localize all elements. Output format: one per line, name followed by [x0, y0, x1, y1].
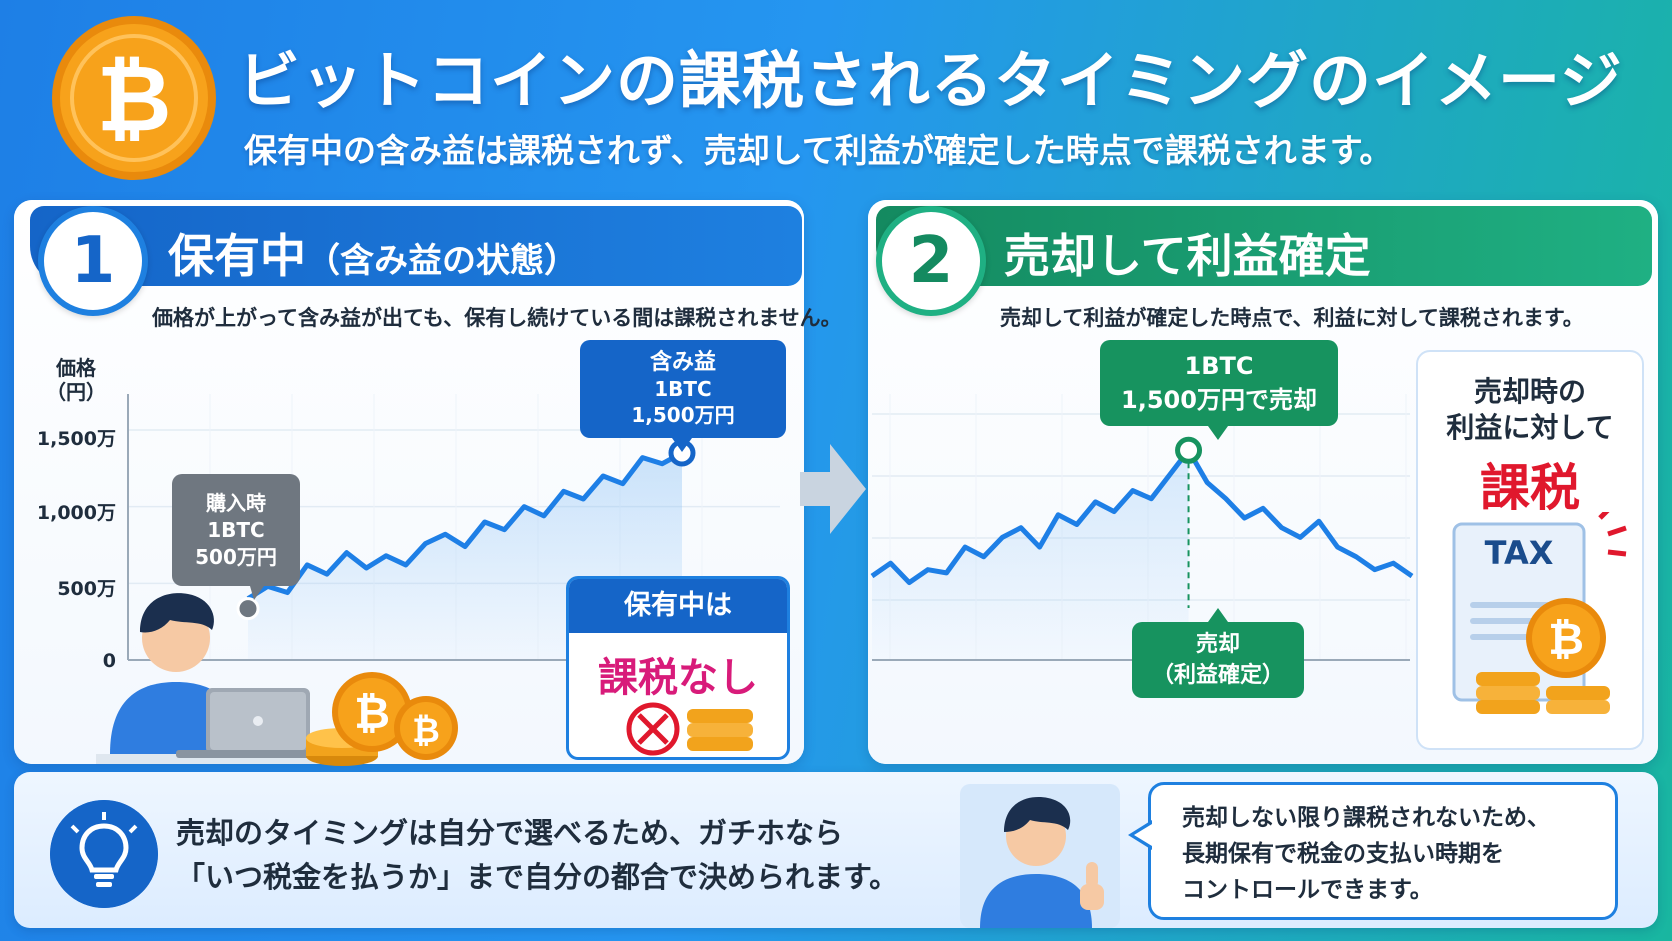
- sell-point-callout-line2: （利益確定）: [1151, 663, 1284, 688]
- holding-banner: [30, 206, 802, 286]
- sell-description: 売却して利益が確定した時点で、利益に対して課税されます。: [1000, 306, 1584, 330]
- sell-callout: 1BTC 1,500万円で売却: [1100, 340, 1338, 426]
- gain-callout-line1: 含み益: [649, 350, 716, 375]
- next-step-arrow-icon: [800, 444, 866, 534]
- gain-callout-pointer: [672, 438, 692, 452]
- gain-callout-line2: 1BTC: [654, 377, 712, 401]
- y-tick-1500: 1,500万: [36, 428, 116, 450]
- no-tax-label: 課税なし: [598, 655, 758, 701]
- buy-callout-line3: 500万円: [195, 544, 277, 569]
- sell-point-callout-line1: 売却: [1195, 632, 1240, 657]
- sell-callout-line1: 1BTC: [1184, 352, 1254, 380]
- no-tax-header: 保有中は: [569, 579, 787, 633]
- holding-title-main: 保有中: [168, 229, 306, 283]
- tip-line-2: 「いつ税金を払うか」まで自分の都合で決められます。: [176, 860, 899, 894]
- sell-price-line: [870, 447, 1414, 586]
- buy-callout-pointer: [250, 586, 264, 600]
- sell-title: 売却して利益確定: [1004, 229, 1371, 283]
- buy-callout-line2: 1BTC: [207, 517, 265, 542]
- buy-callout-line1: 購入時: [206, 490, 266, 515]
- y-axis-label-line2: （円）: [46, 380, 106, 404]
- sell-point-callout-pointer: [1208, 608, 1228, 622]
- sell-chart-area: [872, 450, 1189, 660]
- svg-text:₿: ₿: [1548, 614, 1584, 665]
- speech-line-3: コントロールできます。: [1182, 877, 1433, 903]
- investor-illustration: [96, 593, 346, 764]
- tax-card-line2: 利益に対して: [1446, 411, 1614, 444]
- step-number-2: 2: [876, 206, 986, 316]
- gain-callout: 含み益 1BTC 1,500万円: [580, 340, 786, 438]
- holding-price-line: [246, 450, 684, 601]
- gain-callout-line3: 1,500万円: [631, 403, 735, 427]
- speech-line-1: 売却しない限り課税されないため、: [1182, 805, 1550, 831]
- sell-banner: [876, 206, 1652, 286]
- no-tax-box: 保有中は 課税なし: [566, 576, 790, 760]
- page-subtitle: 保有中の含み益は課税されず、売却して利益が確定した時点で課税されます。: [244, 131, 1393, 170]
- no-tax-coins-icon: [626, 702, 753, 756]
- buy-callout: 購入時 1BTC 500万円: [172, 474, 300, 586]
- y-tick-1000: 1,000万: [36, 502, 116, 524]
- svg-text:₿: ₿: [354, 688, 390, 739]
- tax-document-label: TAX: [1484, 534, 1554, 572]
- holding-title: 保有中（含み益の状態）: [168, 220, 578, 286]
- presenter-illustration: [960, 784, 1120, 928]
- y-axis-label-line1: 価格: [56, 356, 96, 380]
- tip-line-1: 売却のタイミングは自分で選べるため、ガチホなら: [176, 816, 844, 850]
- speech-bubble: [1148, 782, 1618, 920]
- sell-callout-pointer: [1208, 426, 1228, 440]
- svg-text:₿: ₿: [412, 711, 440, 751]
- bitcoin-coin-icon: ₿: [52, 16, 216, 180]
- step-number-1: 1: [38, 206, 148, 316]
- tax-card-emphasis: 課税: [1480, 459, 1580, 517]
- buy-point-marker: [236, 597, 260, 621]
- lightbulb-icon: [50, 800, 158, 908]
- sell-point-callout: 売却 （利益確定）: [1132, 622, 1304, 698]
- holding-description: 価格が上がって含み益が出ても、保有し続けている間は課税されません。: [152, 306, 842, 330]
- y-tick-500: 500万: [57, 578, 116, 600]
- speech-line-2: 長期保有で税金の支払い時期を: [1182, 841, 1504, 867]
- coins-stack-icon: ₿ ₿: [306, 672, 458, 766]
- holding-title-sub: （含み益の状態）: [306, 241, 578, 281]
- page-title: ビットコインの課税されるタイミングのイメージ: [238, 44, 1623, 117]
- sell-point-marker: [1175, 436, 1203, 464]
- svg-text:₿: ₿: [97, 45, 172, 152]
- speech-bubble-tail: [1128, 820, 1152, 850]
- y-tick-0: 0: [102, 650, 116, 672]
- tax-card-line1: 売却時の: [1473, 375, 1586, 408]
- y-axis-label: 価格 （円）: [46, 356, 106, 404]
- tax-document-icon: ₿: [1452, 512, 1627, 714]
- sell-callout-line2: 1,500万円で売却: [1121, 386, 1317, 414]
